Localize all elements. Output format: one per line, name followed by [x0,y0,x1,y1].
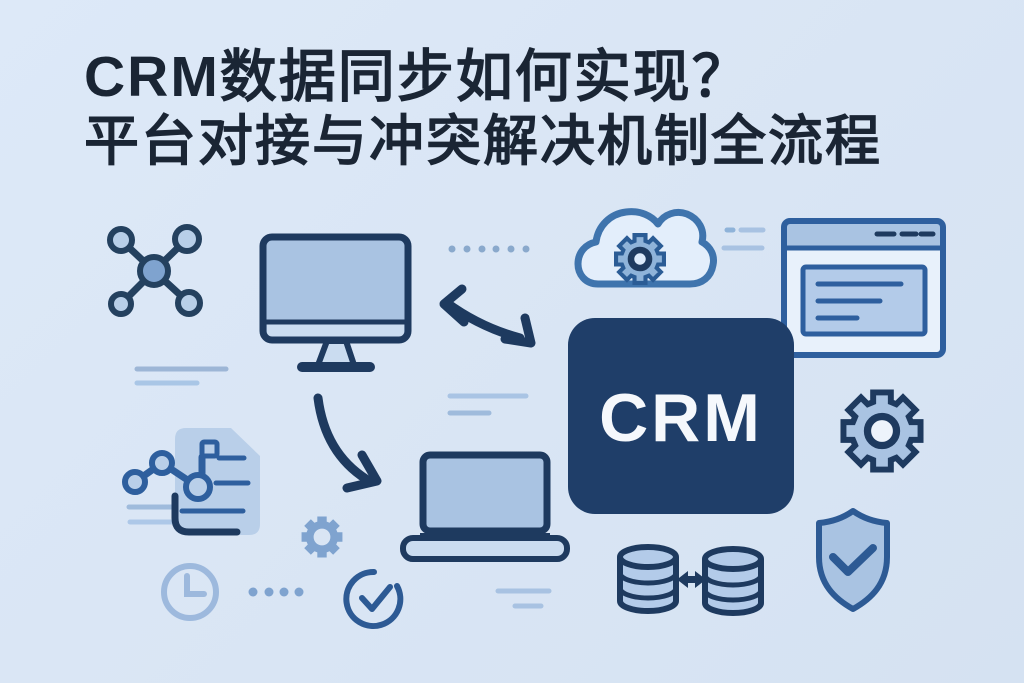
crm-box-label: CRM [599,380,763,456]
line-chart-glyph [122,439,220,502]
shield-check-icon [816,508,890,612]
browser-window-icon [781,218,946,358]
crm-box: CRM [568,318,794,514]
dotted-line-top [448,245,530,253]
database-sync-icon [617,544,764,616]
database-left [617,544,679,614]
database-right [702,546,764,616]
clock-icon [161,563,219,621]
sync-arrows-icon [439,284,536,348]
database-sync-arrow-icon [677,571,706,588]
small-gear-icon [301,516,343,558]
title-line-2: 平台对接与冲突解决机制全流程 [84,110,883,173]
large-gear-icon [843,392,920,469]
flow-arrow-icon [313,393,382,493]
cloud-inner-gear-icon [616,235,664,283]
network-nodes-icon [107,224,229,386]
page-title: CRM数据同步如何实现？ 平台对接与冲突解决机制全流程 [84,44,882,174]
check-circle-icon [343,568,404,629]
decor-lines-center [447,393,529,416]
laptop-icon [400,451,570,609]
desktop-monitor-icon [259,233,412,372]
dotted-line-bottom [248,587,304,597]
cloud-gear-icon [574,208,766,288]
report-document-icon [122,428,260,536]
title-line-1: CRM数据同步如何实现？ [84,45,751,109]
